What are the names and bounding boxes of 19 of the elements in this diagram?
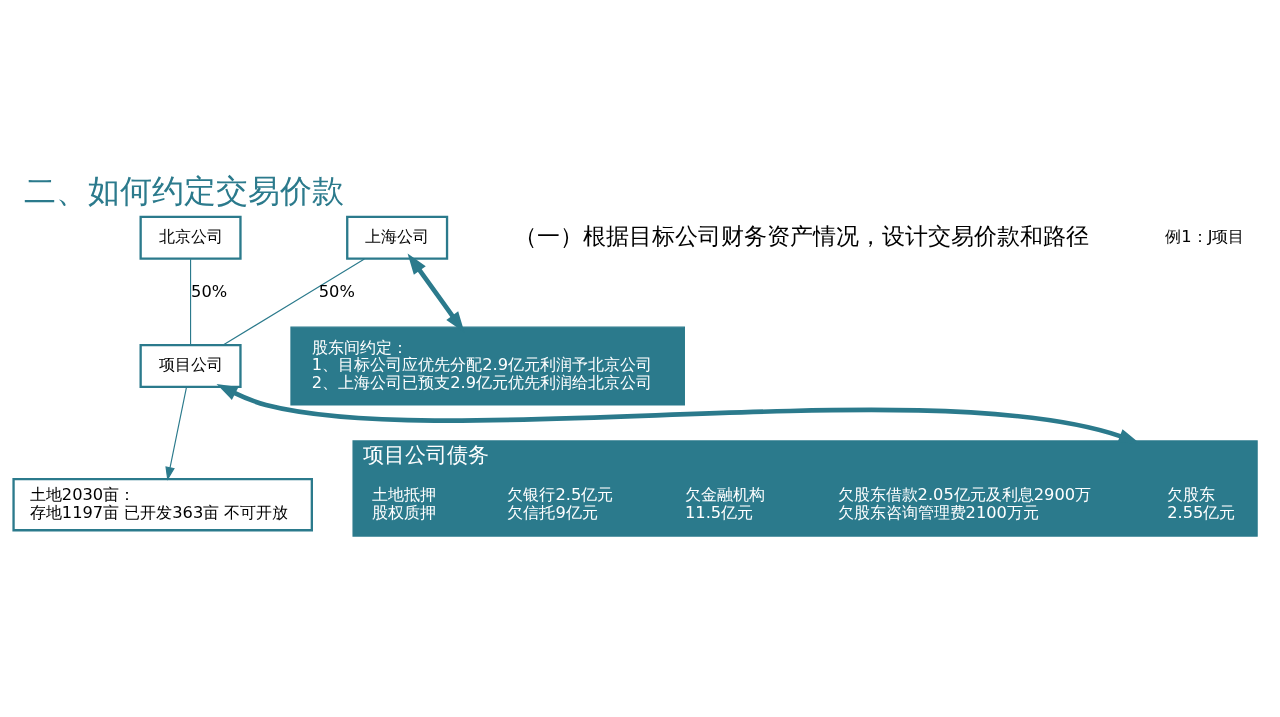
node-box: 上海公司 <box>346 215 449 260</box>
label: 例1：J项目 <box>1165 227 1245 247</box>
node-text: 欠银行2.5亿元 欠信托9亿元 <box>507 485 614 522</box>
node-box: 北京公司 <box>139 215 242 260</box>
node-box: 项目公司 <box>139 344 242 389</box>
node-text: 欠金融机构 11.5亿元 <box>684 485 765 522</box>
diagram-title: 二、如何约定交易价款 <box>24 172 345 211</box>
arrow <box>165 386 188 481</box>
node-text: 欠股东 2.55亿元 <box>1167 485 1236 522</box>
connector <box>190 258 192 346</box>
arrow <box>216 383 1140 444</box>
edge-label: 50% <box>191 282 228 302</box>
node-text: 土地抵押 股权质押 <box>371 485 436 522</box>
edge-label: 50% <box>318 282 355 302</box>
node-text: 欠股东借款2.05亿元及利息2900万 欠股东咨询管理费2100万元 <box>837 485 1092 522</box>
label: （一）根据目标公司财务资产情况，设计交易价款和路径 <box>513 221 1089 249</box>
connector <box>222 258 365 346</box>
node-box: 股东间约定： 1、目标公司应优先分配2.9亿元利润予北京公司 2、上海公司已预支2.9亿元优先利润给北京公司 <box>290 326 685 406</box>
node-box: 土地2030亩： 存地1197亩 已开发363亩 不可开放 <box>12 478 313 532</box>
